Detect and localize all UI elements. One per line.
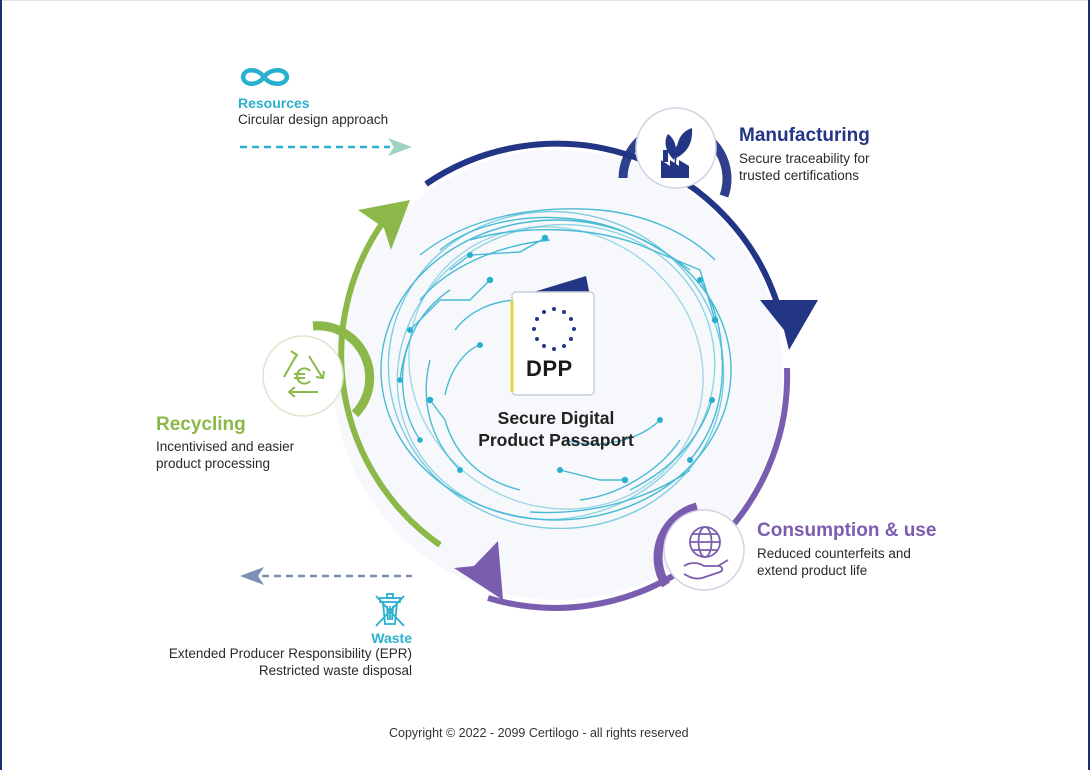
waste-arrowhead bbox=[240, 567, 264, 585]
globe-hand-icon bbox=[683, 526, 729, 580]
consumption-title: Consumption & use bbox=[757, 520, 937, 541]
manufacturing-description-line-1: Secure traceability for bbox=[739, 151, 870, 166]
resources-arrowhead bbox=[388, 138, 412, 156]
center-title-line-1: Secure Digital bbox=[497, 408, 615, 428]
frame-top-border bbox=[0, 0, 1090, 1]
resources-title: Resources bbox=[238, 95, 310, 111]
resources-description: Circular design approach bbox=[238, 112, 389, 127]
eco-factory-icon bbox=[661, 128, 693, 178]
frame-right-border bbox=[1088, 0, 1090, 770]
recycling-title: Recycling bbox=[156, 414, 246, 435]
manufacturing-node bbox=[618, 107, 732, 198]
waste-description-line-1: Extended Producer Responsibility (EPR) bbox=[168, 646, 412, 661]
cycle-arrowhead-recycling bbox=[358, 200, 410, 250]
crossed-bin-icon bbox=[375, 593, 405, 627]
frame-left-border bbox=[0, 0, 2, 770]
infinity-icon bbox=[240, 68, 290, 86]
waste-description-line-2: Restricted waste disposal bbox=[258, 663, 412, 678]
circuit-network bbox=[380, 208, 732, 530]
center-title-line-2: Product Passaport bbox=[478, 430, 634, 450]
waste-description: Extended Producer Responsibility (EPR) R… bbox=[112, 645, 412, 679]
cycle-arrowhead-consumption bbox=[454, 541, 503, 600]
eu-stars-icon bbox=[532, 307, 576, 351]
consumption-description-line-1: Reduced counterfeits and bbox=[757, 546, 911, 561]
manufacturing-title: Manufacturing bbox=[739, 125, 870, 146]
recycling-description: Incentivised and easier product processi… bbox=[156, 438, 294, 472]
consumption-description: Reduced counterfeits and extend product … bbox=[757, 545, 911, 579]
recycling-description-line-1: Incentivised and easier bbox=[156, 439, 295, 454]
recycling-description-line-2: product processing bbox=[156, 456, 271, 471]
manufacturing-description-line-2: trusted certifications bbox=[739, 168, 860, 183]
recycling-node bbox=[262, 321, 375, 418]
cycle-arrowhead-manufacturing bbox=[760, 300, 818, 350]
consumption-node bbox=[653, 502, 745, 591]
cycle-arc-recycling bbox=[338, 216, 442, 548]
manufacturing-description: Secure traceability for trusted certific… bbox=[739, 150, 870, 184]
dpp-passport-badge bbox=[510, 276, 595, 396]
center-title: Secure Digital Product Passaport bbox=[466, 407, 646, 451]
waste-title: Waste bbox=[371, 630, 412, 646]
consumption-description-line-2: extend product life bbox=[757, 563, 868, 578]
copyright-text: Copyright © 2022 - 2099 Certilogo - all … bbox=[389, 726, 689, 740]
recycle-euro-icon bbox=[283, 350, 325, 398]
dpp-badge-text: DPP bbox=[526, 356, 573, 381]
